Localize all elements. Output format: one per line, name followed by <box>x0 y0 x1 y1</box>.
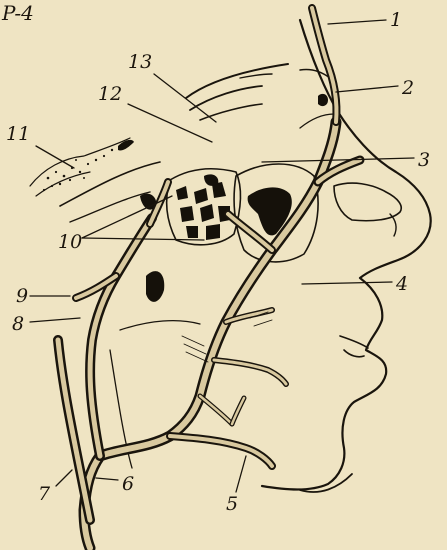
label-11-region <box>30 138 134 196</box>
label-6: 6 <box>122 473 134 495</box>
label-8: 8 <box>12 313 24 335</box>
label-10: 10 <box>58 231 82 253</box>
label-4: 4 <box>395 273 408 295</box>
label-12: 12 <box>98 83 122 105</box>
eye-region <box>186 64 330 120</box>
label-3: 3 <box>418 149 430 171</box>
leader-lines <box>30 20 414 492</box>
corner-mark: P-4 <box>1 1 34 25</box>
label-13: 13 <box>128 51 152 73</box>
label-5: 5 <box>226 493 238 515</box>
label-2: 2 <box>401 77 414 99</box>
label-7: 7 <box>38 483 51 505</box>
label-1: 1 <box>390 9 402 31</box>
label-11: 11 <box>6 123 30 145</box>
venous-plexus <box>140 169 240 302</box>
label-9: 9 <box>16 285 28 307</box>
